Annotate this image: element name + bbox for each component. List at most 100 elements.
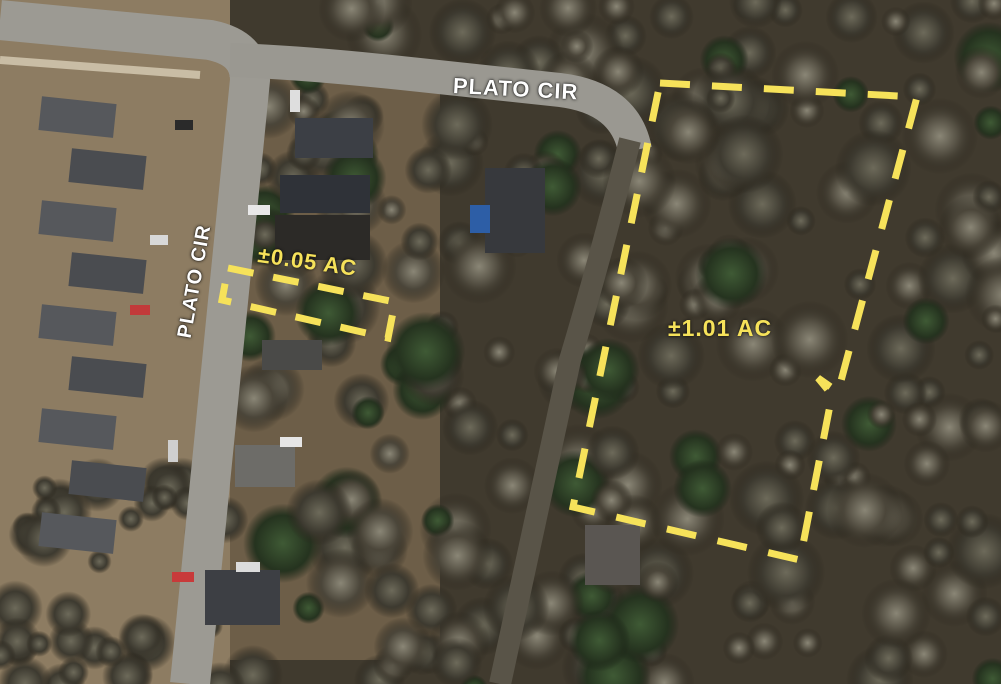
tree <box>118 613 166 661</box>
car <box>236 562 260 572</box>
house-roof <box>68 148 147 190</box>
tree <box>954 45 1001 99</box>
car <box>172 572 194 582</box>
tree <box>26 630 53 657</box>
tree <box>981 304 1001 334</box>
tree <box>755 501 808 554</box>
car <box>280 437 302 447</box>
tree <box>834 129 912 207</box>
tree <box>715 432 754 471</box>
tree <box>649 0 694 39</box>
house-roof <box>68 356 147 398</box>
house-roof <box>585 525 640 585</box>
driveway <box>489 137 641 684</box>
tree <box>637 321 706 390</box>
tree <box>923 536 955 569</box>
tree <box>866 399 897 430</box>
tree <box>959 399 1001 453</box>
tree <box>902 72 937 106</box>
tree <box>584 425 640 481</box>
parcel-boundary-small <box>217 263 400 343</box>
tree <box>832 76 870 113</box>
tree <box>483 336 516 369</box>
tree <box>318 0 385 43</box>
tree <box>346 497 414 565</box>
house-roof <box>68 252 147 294</box>
tree <box>825 0 878 44</box>
tree <box>45 591 92 637</box>
tree <box>637 561 679 603</box>
house-roof <box>235 445 295 487</box>
tree <box>58 656 89 684</box>
car <box>168 440 178 462</box>
house-roof <box>205 570 280 625</box>
house-roof <box>280 175 370 213</box>
tree <box>247 216 283 253</box>
blue-tarp <box>470 205 490 233</box>
tree <box>87 549 112 574</box>
house-roof <box>485 168 545 253</box>
house-row <box>38 96 147 554</box>
tree <box>386 311 466 392</box>
tree <box>901 401 938 437</box>
tree <box>923 502 959 538</box>
tree <box>861 578 932 649</box>
tree <box>706 83 736 114</box>
house-roof <box>38 512 117 554</box>
tree <box>351 396 385 430</box>
tree <box>31 475 58 501</box>
tree <box>493 0 536 34</box>
tree <box>598 0 635 25</box>
tree <box>442 399 499 456</box>
house-roof <box>68 460 147 502</box>
tree <box>826 472 903 549</box>
tree <box>400 222 439 261</box>
tree <box>704 114 784 194</box>
tree <box>595 256 648 310</box>
sidewalk <box>0 56 201 79</box>
tree <box>722 631 756 665</box>
tree <box>539 0 598 38</box>
tree <box>428 0 497 66</box>
tree <box>590 479 633 522</box>
tree <box>729 0 782 29</box>
car <box>175 120 193 130</box>
parcel-label-large: ±1.01 AC <box>668 315 773 341</box>
tree <box>95 636 127 667</box>
tree <box>771 40 840 109</box>
tree <box>364 562 420 619</box>
house-roof <box>38 408 117 450</box>
tree <box>151 484 178 511</box>
tree <box>673 459 732 518</box>
tree <box>955 505 989 539</box>
tree <box>431 637 483 684</box>
tree <box>770 300 849 379</box>
tree <box>404 146 452 194</box>
tree <box>576 338 640 402</box>
tree <box>373 617 433 676</box>
tree <box>977 0 1001 21</box>
car <box>290 90 300 112</box>
tree <box>938 195 1001 260</box>
tree <box>560 29 594 64</box>
house-roof <box>262 340 322 370</box>
car <box>130 305 150 315</box>
car <box>248 205 270 215</box>
tree <box>695 237 768 310</box>
tree <box>901 97 979 175</box>
tree <box>965 596 1001 637</box>
tree <box>117 505 144 532</box>
house-roof <box>38 200 117 242</box>
tree <box>568 609 631 672</box>
tree <box>305 548 376 619</box>
tree <box>422 520 493 591</box>
tree <box>655 99 721 165</box>
tree <box>285 479 353 546</box>
tree <box>369 433 410 474</box>
tree <box>973 105 1001 140</box>
tree <box>591 45 645 98</box>
tree <box>903 440 951 488</box>
tree <box>483 457 541 515</box>
